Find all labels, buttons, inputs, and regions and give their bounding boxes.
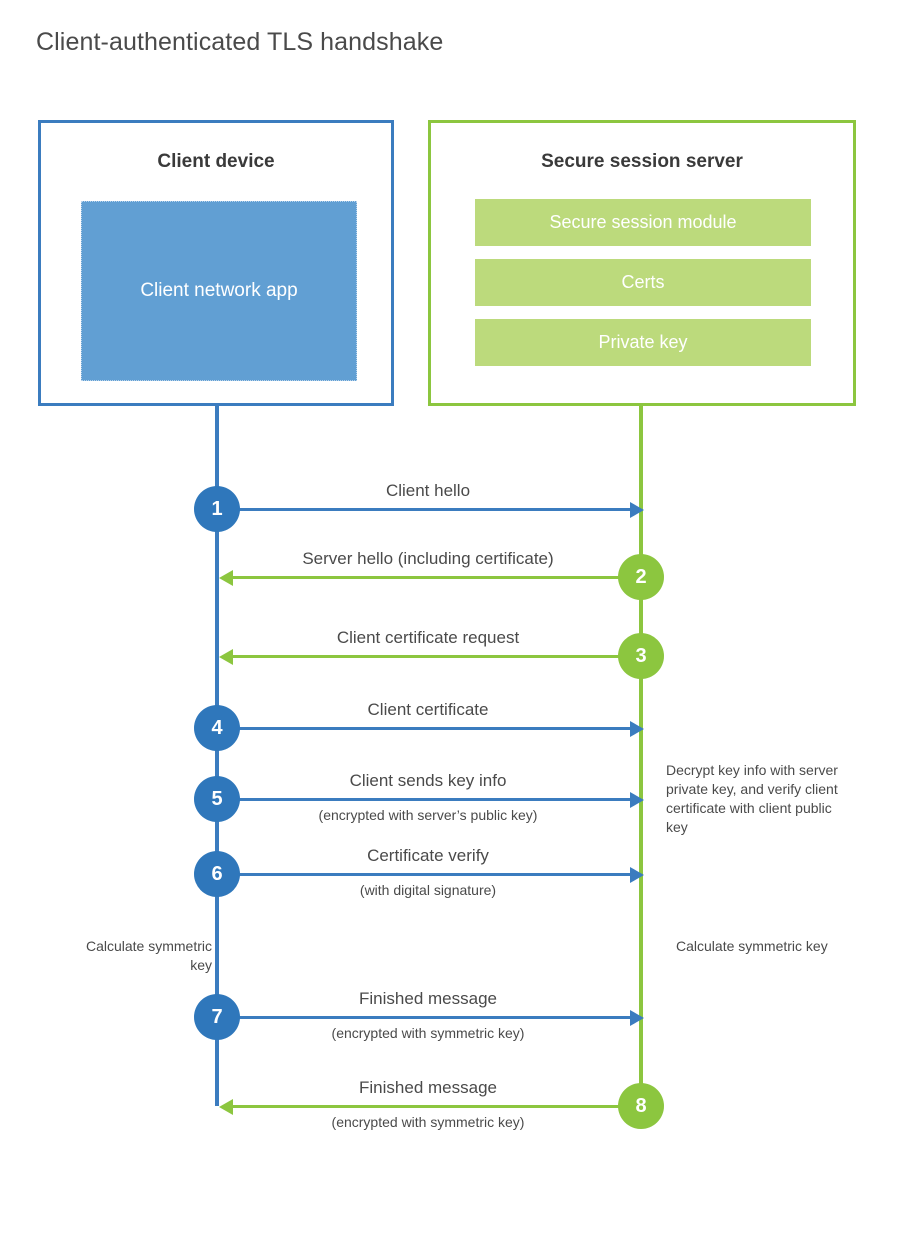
step-circle-8[interactable]: 8: [618, 1083, 664, 1129]
step-circle-2[interactable]: 2: [618, 554, 664, 600]
server-component-secure-session-module: Secure session module: [475, 199, 811, 246]
client-lifeline: [215, 403, 219, 1106]
step-circle-1[interactable]: 1: [194, 486, 240, 532]
step-circle-5[interactable]: 5: [194, 776, 240, 822]
message-label-7: Finished message: [359, 989, 497, 1008]
note-calculate-symmetric-key-client: Calculate symmetric key: [85, 938, 212, 973]
message-line-1: [217, 508, 631, 511]
client-device-title: Client device: [157, 151, 275, 172]
step-circle-7[interactable]: 7: [194, 994, 240, 1040]
message-label-6: Certificate verify: [367, 846, 489, 865]
message-line-8: [233, 1105, 641, 1108]
message-label-4: Client certificate: [367, 700, 489, 719]
client-network-app-label: Client network app: [140, 280, 298, 302]
message-label-3: Client certificate request: [336, 628, 520, 647]
step-circle-6[interactable]: 6: [194, 851, 240, 897]
arrowhead-right-icon: [630, 1010, 644, 1026]
arrowhead-left-icon: [219, 1099, 233, 1115]
arrowhead-left-icon: [219, 570, 233, 586]
message-sublabel-7: (encrypted with symmetric key): [331, 1025, 525, 1041]
page-title: Client-authenticated TLS handshake: [36, 28, 444, 56]
server-component-private-key: Private key: [475, 319, 811, 366]
note-calculate-symmetric-key-server: Calculate symmetric key: [676, 938, 828, 954]
message-label-2: Server hello (including certificate): [302, 549, 554, 568]
server-component-certs: Certs: [475, 259, 811, 306]
secure-session-server-title: Secure session server: [541, 151, 743, 172]
server-components-list: Secure session module Certs Private key: [475, 199, 811, 366]
message-line-5: [217, 798, 631, 801]
client-network-app-block: Client network app: [81, 201, 357, 381]
arrowhead-right-icon: [630, 502, 644, 518]
message-line-2: [233, 576, 641, 579]
client-device-box: Client device Client network app: [38, 120, 394, 406]
message-line-4: [217, 727, 631, 730]
arrowhead-right-icon: [630, 721, 644, 737]
step-circle-4[interactable]: 4: [194, 705, 240, 751]
arrowhead-right-icon: [630, 867, 644, 883]
server-lifeline: [639, 403, 643, 1105]
message-sublabel-6: (with digital signature): [359, 882, 497, 898]
arrowhead-left-icon: [219, 649, 233, 665]
message-label-1: Client hello: [385, 481, 471, 500]
arrowhead-right-icon: [630, 792, 644, 808]
message-line-3: [233, 655, 641, 658]
step-circle-3[interactable]: 3: [618, 633, 664, 679]
message-sublabel-8: (encrypted with symmetric key): [331, 1114, 525, 1130]
message-line-6: [217, 873, 631, 876]
secure-session-server-box: Secure session server Secure session mod…: [428, 120, 856, 406]
note-decrypt-key-info: Decrypt key info with server private key…: [666, 762, 838, 835]
message-line-7: [217, 1016, 631, 1019]
message-label-8: Finished message: [359, 1078, 497, 1097]
message-label-5: Client sends key info: [349, 771, 507, 790]
message-sublabel-5: (encrypted with server’s public key): [318, 807, 538, 823]
